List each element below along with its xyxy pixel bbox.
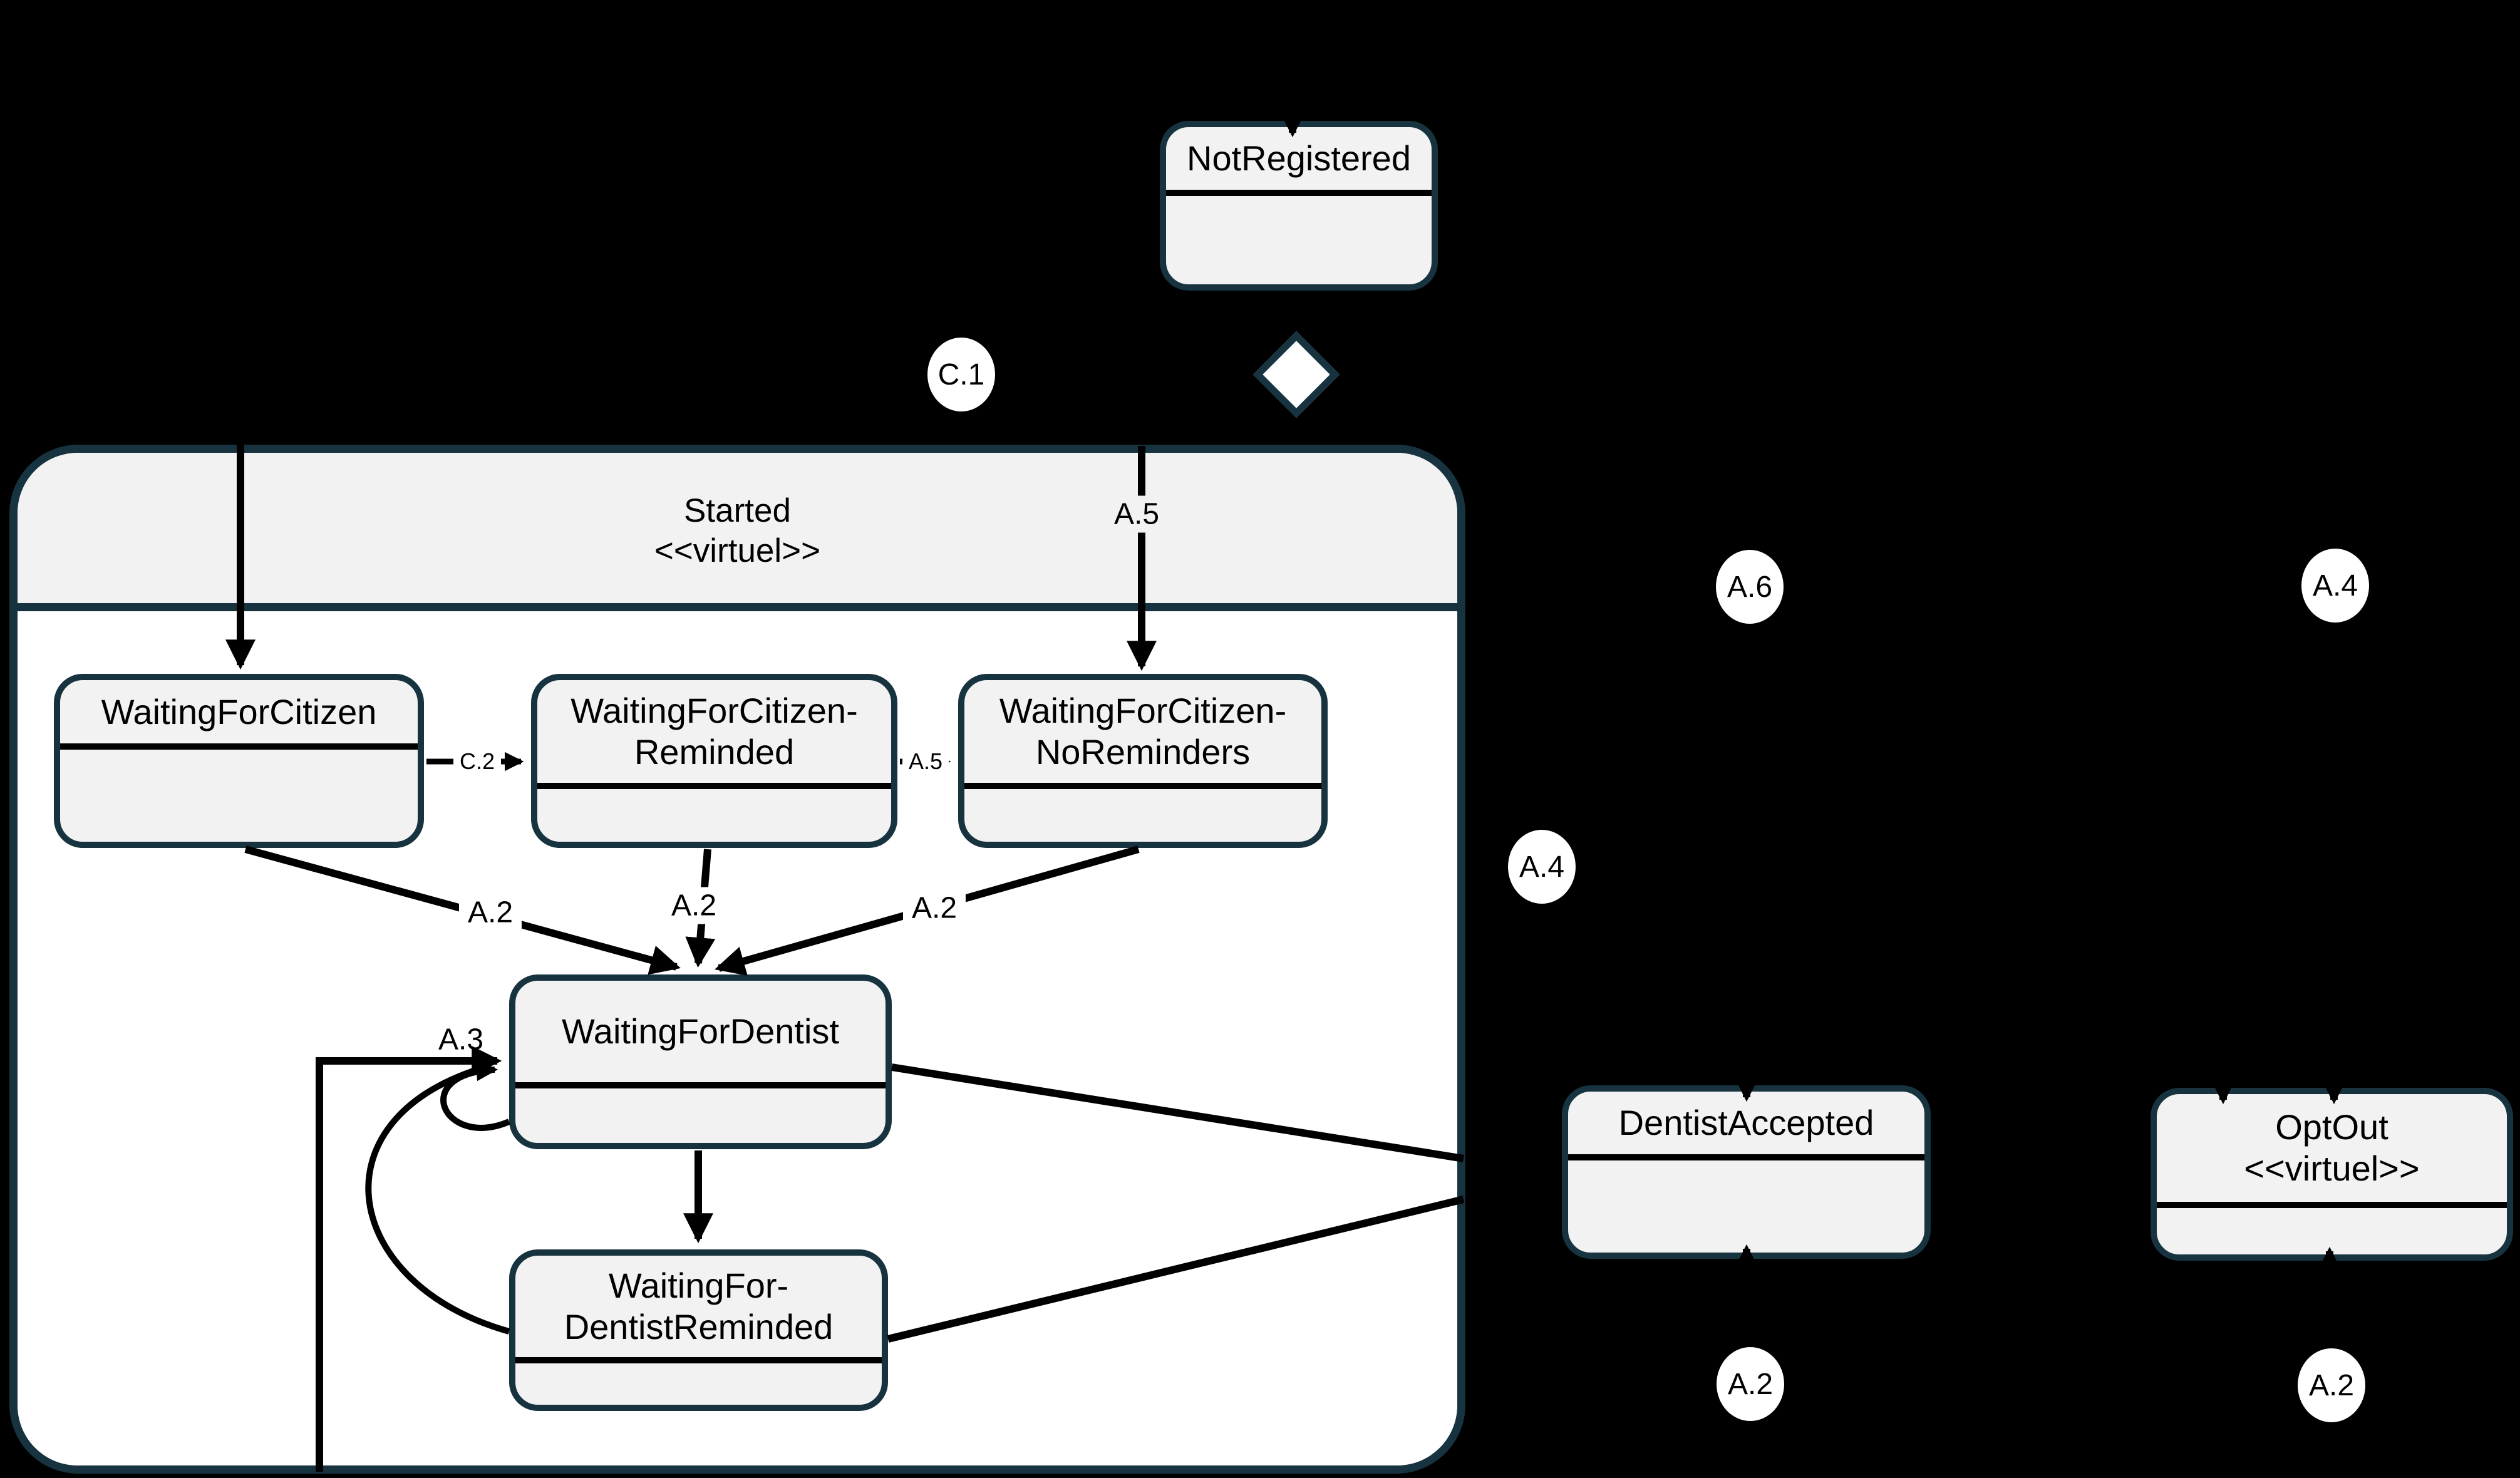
composite-state-started-divider xyxy=(18,603,1457,611)
state-waiting-for-citizen-body xyxy=(60,750,418,842)
state-waiting-for-citizen-reminded: WaitingForCitizen- Reminded xyxy=(531,674,897,848)
edge-label-circle-a4-top-right: A.4 xyxy=(2301,549,2369,623)
state-waiting-for-citizen-divider xyxy=(60,743,418,750)
state-opt-out-stereotype: <<virtuel>> xyxy=(2244,1149,2420,1188)
state-opt-out-title-text: OptOut xyxy=(2275,1107,2388,1147)
edge-label-a2-right: A.2 xyxy=(902,889,966,927)
edge-label-a4-top-right-text: A.4 xyxy=(2312,569,2358,602)
state-waiting-for-citizen-reminded-title: WaitingForCitizen- Reminded xyxy=(537,680,891,783)
state-waiting-for-citizen-title-text: WaitingForCitizen xyxy=(101,691,377,731)
state-not-registered-title-text: NotRegistered xyxy=(1187,138,1411,178)
state-waiting-for-citizen-no-reminders-divider xyxy=(964,783,1321,789)
composite-state-started-title: Started xyxy=(684,492,791,529)
state-opt-out-body xyxy=(2157,1208,2507,1254)
state-waiting-for-citizen-reminded-body xyxy=(537,789,891,842)
state-waiting-for-citizen-no-reminders-line1: WaitingForCitizen- xyxy=(999,691,1287,730)
edge-label-a3-text: A.3 xyxy=(438,1023,484,1057)
state-waiting-for-dentist-title-text: WaitingForDentist xyxy=(562,1011,839,1051)
state-opt-out-title: OptOut <<virtuel>> xyxy=(2157,1094,2507,1202)
state-waiting-for-dentist-reminded: WaitingFor- DentistReminded xyxy=(509,1249,888,1411)
edge-label-a6-text: A.6 xyxy=(1727,570,1773,604)
state-not-registered-title: NotRegistered xyxy=(1166,127,1432,190)
state-dentist-accepted-divider xyxy=(1568,1154,1924,1160)
edge-label-a5-entry-text: A.5 xyxy=(1113,497,1160,531)
edge-label-a2-dentist-accepted-text: A.2 xyxy=(1727,1367,1774,1401)
state-dentist-accepted: DentistAccepted xyxy=(1562,1085,1931,1259)
state-waiting-for-citizen: WaitingForCitizen xyxy=(54,674,424,848)
edge-label-a2-mid: A.2 xyxy=(662,887,726,924)
edge-label-a3: A.3 xyxy=(438,1023,483,1057)
edge-label-c2: C.2 xyxy=(453,748,502,775)
state-waiting-for-dentist-reminded-title: WaitingFor- DentistReminded xyxy=(515,1256,882,1357)
edge-label-circle-a6: A.6 xyxy=(1716,550,1784,624)
edge-label-circle-a4-left: A.4 xyxy=(1508,830,1576,904)
state-waiting-for-dentist-reminded-line2: DentistReminded xyxy=(564,1307,834,1346)
state-waiting-for-dentist-reminded-divider xyxy=(515,1357,882,1363)
edge-label-a2-left: A.2 xyxy=(458,894,522,931)
choice-diamond xyxy=(1252,331,1340,418)
edge-label-circle-a2-opt-out: A.2 xyxy=(2298,1348,2365,1422)
state-not-registered-body xyxy=(1166,196,1432,284)
state-not-registered-divider xyxy=(1166,190,1432,196)
edge-label-a5-between: A.5 xyxy=(902,748,949,775)
state-dentist-accepted-title: DentistAccepted xyxy=(1568,1092,1924,1154)
edge-label-a2-left-text: A.2 xyxy=(467,896,514,929)
state-dentist-accepted-title-text: DentistAccepted xyxy=(1618,1103,1874,1142)
composite-state-started-header: Started <<virtuel>> xyxy=(18,453,1457,603)
edge-label-c1-text: C.1 xyxy=(937,358,985,391)
state-waiting-for-citizen-reminded-divider xyxy=(537,783,891,789)
state-waiting-for-citizen-reminded-line1: WaitingForCitizen- xyxy=(571,691,858,730)
edge-label-a2-right-text: A.2 xyxy=(911,891,958,925)
state-waiting-for-citizen-no-reminders: WaitingForCitizen- NoReminders xyxy=(958,674,1328,848)
state-waiting-for-dentist: WaitingForDentist xyxy=(509,974,892,1149)
state-opt-out-divider xyxy=(2157,1202,2507,1208)
composite-state-started-stereotype: <<virtuel>> xyxy=(654,532,821,569)
state-waiting-for-dentist-title: WaitingForDentist xyxy=(515,981,886,1082)
state-waiting-for-citizen-no-reminders-title: WaitingForCitizen- NoReminders xyxy=(964,680,1321,783)
state-waiting-for-citizen-reminded-line2: Reminded xyxy=(634,732,795,772)
edge-label-a2-opt-out-text: A.2 xyxy=(2308,1368,2355,1402)
state-waiting-for-dentist-reminded-line1: WaitingFor- xyxy=(608,1266,789,1305)
edge-label-a5-entry: A.5 xyxy=(1105,495,1169,533)
state-not-registered: NotRegistered xyxy=(1160,121,1438,291)
state-dentist-accepted-body xyxy=(1568,1160,1924,1253)
state-waiting-for-dentist-reminded-body xyxy=(515,1363,882,1405)
state-waiting-for-dentist-body xyxy=(515,1088,886,1143)
edge-label-circle-c1: C.1 xyxy=(927,338,995,411)
edge-label-a5-between-text: A.5 xyxy=(908,748,943,774)
edge-label-a2-mid-text: A.2 xyxy=(671,889,717,922)
state-waiting-for-citizen-no-reminders-line2: NoReminders xyxy=(1035,732,1251,772)
edge-label-c2-text: C.2 xyxy=(459,748,495,774)
state-waiting-for-dentist-divider xyxy=(515,1082,886,1088)
edge-label-a4-left-text: A.4 xyxy=(1519,850,1565,884)
state-waiting-for-citizen-title: WaitingForCitizen xyxy=(60,680,418,743)
state-waiting-for-citizen-no-reminders-body xyxy=(964,789,1321,842)
state-opt-out: OptOut <<virtuel>> xyxy=(2151,1088,2513,1261)
edge-label-circle-a2-dentist-accepted: A.2 xyxy=(1717,1347,1784,1421)
